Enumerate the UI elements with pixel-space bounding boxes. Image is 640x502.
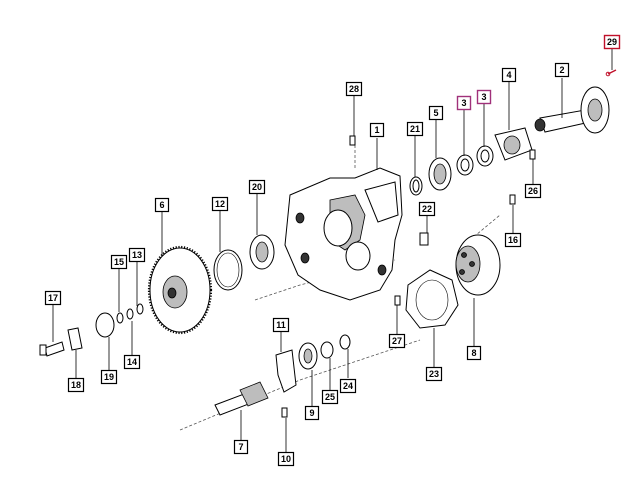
callout-11-label: 11	[276, 320, 286, 330]
callout-7: 7	[233, 439, 249, 455]
callout-15-label: 15	[114, 257, 124, 267]
callout-26-label: 26	[528, 186, 538, 196]
leader-lines	[52, 49, 613, 452]
callout-6-label: 6	[159, 200, 164, 210]
callout-19: 19	[100, 369, 118, 385]
bearing-20-part	[249, 234, 275, 270]
gasket-23-part	[405, 269, 459, 329]
callout-14-label: 14	[127, 357, 137, 367]
callout-25: 25	[321, 389, 339, 405]
callout-24-label: 24	[343, 381, 353, 391]
callout-5: 5	[428, 105, 444, 121]
cover-8-part	[455, 234, 501, 296]
callout-16-label: 16	[508, 235, 518, 245]
callout-10: 10	[277, 451, 295, 467]
callout-8: 8	[466, 345, 482, 361]
callout-1-label: 1	[374, 125, 379, 135]
callout-12-label: 12	[215, 199, 225, 209]
rings-24-25-part	[320, 334, 351, 359]
output-shaft-part	[534, 86, 610, 134]
callout-23: 23	[425, 366, 443, 382]
callout-11: 11	[272, 317, 290, 333]
callout-24: 24	[339, 378, 357, 394]
callout-22: 22	[418, 201, 436, 217]
callout-16: 16	[504, 232, 522, 248]
ring-21-part	[409, 176, 423, 196]
callout-13-label: 13	[132, 250, 142, 260]
callout-29: 29	[603, 34, 621, 50]
callout-22-label: 22	[422, 204, 432, 214]
callout-20-label: 20	[252, 182, 262, 192]
callout-1: 1	[369, 122, 385, 138]
pinion-shaft-7-part	[214, 381, 269, 416]
callout-25-label: 25	[325, 392, 335, 402]
seal-rings	[456, 145, 494, 176]
callout-21: 21	[406, 121, 424, 137]
callout-7-label: 7	[238, 442, 243, 452]
snap-ring-12-part	[213, 249, 243, 291]
flange-plate-part	[494, 127, 533, 161]
callout-14: 14	[123, 354, 141, 370]
callout-3b: 3	[476, 89, 492, 105]
gear-6-part	[147, 245, 213, 335]
pins-part	[281, 135, 536, 418]
callout-12: 12	[211, 196, 229, 212]
callout-8-label: 8	[471, 348, 476, 358]
callout-18-label: 18	[71, 380, 81, 390]
callout-5-label: 5	[433, 108, 438, 118]
callout-2-label: 2	[559, 65, 564, 75]
callout-17: 17	[44, 290, 62, 306]
callout-2: 2	[554, 62, 570, 78]
bracket-11-part	[275, 349, 297, 393]
callout-26: 26	[524, 183, 542, 199]
plate-19-part	[95, 312, 115, 338]
callout-23-label: 23	[429, 369, 439, 379]
callout-17-label: 17	[48, 293, 58, 303]
callout-27: 27	[388, 333, 406, 349]
washers-13-14-15-part	[116, 303, 144, 324]
pin-29-part	[605, 69, 617, 77]
callout-29-label: 29	[607, 37, 617, 47]
callout-4: 4	[501, 67, 517, 83]
callout-18: 18	[67, 377, 85, 393]
callout-6: 6	[154, 197, 170, 213]
bolt-17-part	[39, 341, 65, 357]
bearing-5-part	[428, 157, 452, 191]
callout-28-label: 28	[349, 84, 359, 94]
callout-9-label: 9	[309, 408, 314, 418]
callout-21-label: 21	[410, 124, 420, 134]
callout-13: 13	[128, 247, 146, 263]
callout-15: 15	[110, 254, 128, 270]
callout-4-label: 4	[506, 70, 511, 80]
callout-3a-label: 3	[461, 98, 466, 108]
callout-10-label: 10	[281, 454, 291, 464]
callout-27-label: 27	[392, 336, 402, 346]
callout-20: 20	[248, 179, 266, 195]
clip-18-part	[67, 327, 83, 351]
callout-19-label: 19	[104, 372, 114, 382]
callout-3b-label: 3	[481, 92, 486, 102]
callout-28: 28	[345, 81, 363, 97]
bearing-9-part	[298, 342, 318, 370]
callout-9: 9	[304, 405, 320, 421]
housing-part	[284, 167, 403, 301]
callout-3a: 3	[456, 95, 472, 111]
